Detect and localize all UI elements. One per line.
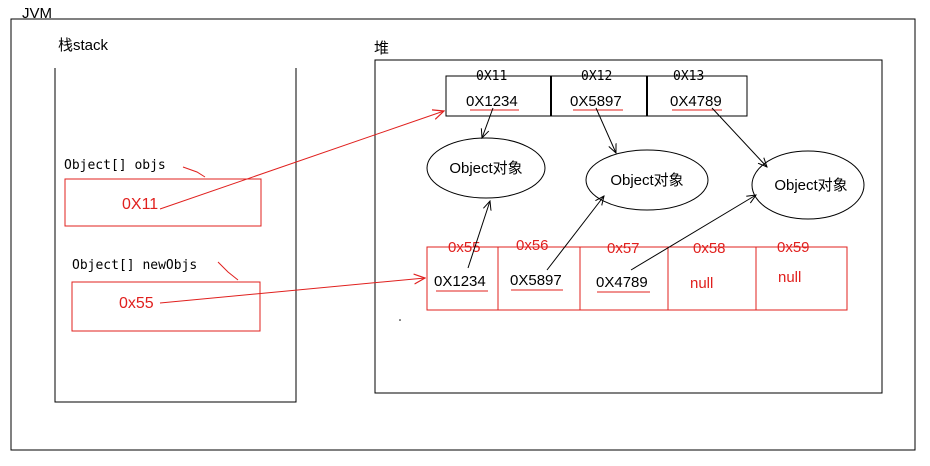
stack-label: 栈stack [58, 37, 109, 54]
new-array-address-4: 0x59 [777, 239, 810, 256]
new-array-value-2: 0X4789 [596, 274, 648, 291]
object-label-1: Object对象 [610, 172, 683, 189]
new-element-0-arrow [467, 201, 490, 269]
objs-label-underline [182, 166, 206, 178]
heap-area [374, 59, 883, 394]
old-element-0-arrow [482, 107, 494, 138]
new-array-value-0: 0X1234 [434, 273, 486, 290]
newobjs-label-underline [217, 261, 239, 281]
stray-mark [399, 319, 401, 321]
old-array-address-2: 0X13 [673, 69, 704, 84]
stack-area [54, 68, 297, 403]
object-node-1 [585, 149, 709, 211]
new-element-1-arrow [546, 196, 604, 271]
newobjs-var-label: Object[] newObjs [72, 258, 197, 273]
old-array-address-0: 0X11 [476, 69, 507, 84]
newobjs-value: 0x55 [119, 295, 154, 312]
newobjs-cell [71, 281, 261, 332]
object-node-2 [751, 150, 865, 220]
new-array-address-2: 0x57 [607, 240, 640, 257]
new-array-address-3: 0x58 [693, 240, 726, 257]
old-element-1-arrow [595, 107, 616, 153]
old-element-2-arrow [711, 107, 767, 167]
objs-reference-arrow [159, 111, 444, 210]
new-array-value-4: null [778, 269, 801, 286]
objs-value: 0X11 [122, 196, 158, 213]
newobjs-reference-arrow [159, 278, 425, 304]
old-array-value-0: 0X1234 [466, 93, 518, 110]
new-array-address-1: 0x56 [516, 237, 549, 254]
new-array-address-0: 0x55 [448, 239, 481, 256]
object-label-2: Object对象 [774, 177, 847, 194]
objs-var-label: Object[] objs [64, 158, 166, 173]
old-array [445, 75, 748, 117]
jvm-label: JVM [22, 5, 52, 22]
new-array-value-3: null [690, 275, 713, 292]
object-label-0: Object对象 [449, 160, 522, 177]
heap-label: 堆 [374, 40, 389, 57]
old-array-value-1: 0X5897 [570, 93, 622, 110]
new-array-value-1: 0X5897 [510, 272, 562, 289]
old-array-value-2: 0X4789 [670, 93, 722, 110]
new-array [426, 246, 848, 311]
new-element-2-arrow [630, 195, 756, 271]
old-array-address-1: 0X12 [581, 69, 612, 84]
jvm-frame [10, 18, 916, 451]
objs-cell [64, 178, 262, 227]
